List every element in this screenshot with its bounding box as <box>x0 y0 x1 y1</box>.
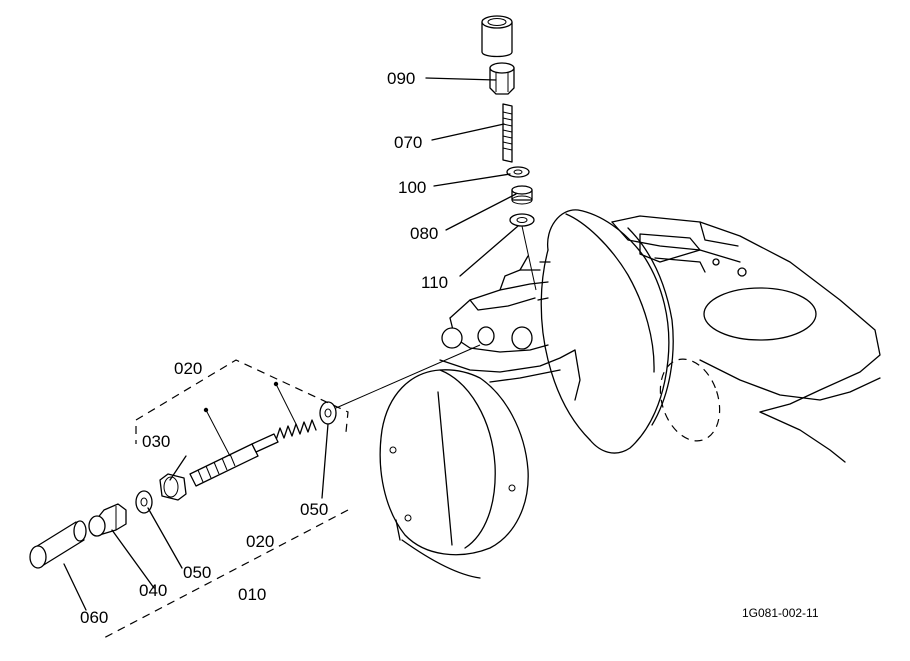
part-label-110: 110 <box>421 273 448 292</box>
vertical-axis-line <box>521 225 537 291</box>
leader-lines <box>63 77 519 611</box>
washer-100-part <box>506 166 530 178</box>
spring-part <box>273 381 317 441</box>
part-label-100: 100 <box>398 178 426 197</box>
part-label-010: 010 <box>238 585 266 604</box>
group-boundary-010 <box>99 509 349 641</box>
plug-040-part <box>88 503 127 537</box>
washer-110-part <box>509 213 535 227</box>
washer-050-right-part <box>319 401 337 425</box>
part-label-020-bottom: 020 <box>246 532 274 551</box>
horizontal-axis-line <box>335 344 481 409</box>
nut-030-part <box>159 473 187 501</box>
nut-080-part <box>511 185 533 205</box>
part-label-040: 040 <box>139 581 167 600</box>
part-label-070: 070 <box>394 133 422 152</box>
housing-assembly <box>379 209 881 579</box>
part-label-050-right: 050 <box>300 500 328 519</box>
horizontal-part-stack <box>29 344 481 569</box>
group-boundary-020 <box>135 359 349 444</box>
part-label-060: 060 <box>80 608 108 627</box>
part-label-020-top: 020 <box>174 359 202 378</box>
part-label-030: 030 <box>142 432 170 451</box>
stud-070-part <box>502 103 513 163</box>
part-label-050-left: 050 <box>183 563 211 582</box>
nut-090-part <box>489 62 515 95</box>
cap-top-part <box>481 15 513 58</box>
valve-rod-part <box>189 407 279 487</box>
vertical-part-stack <box>481 15 537 291</box>
cap-060-part <box>29 520 87 569</box>
part-label-090: 090 <box>387 69 415 88</box>
part-label-080: 080 <box>410 224 438 243</box>
drawing-code: 1G081-002-11 <box>742 606 819 620</box>
